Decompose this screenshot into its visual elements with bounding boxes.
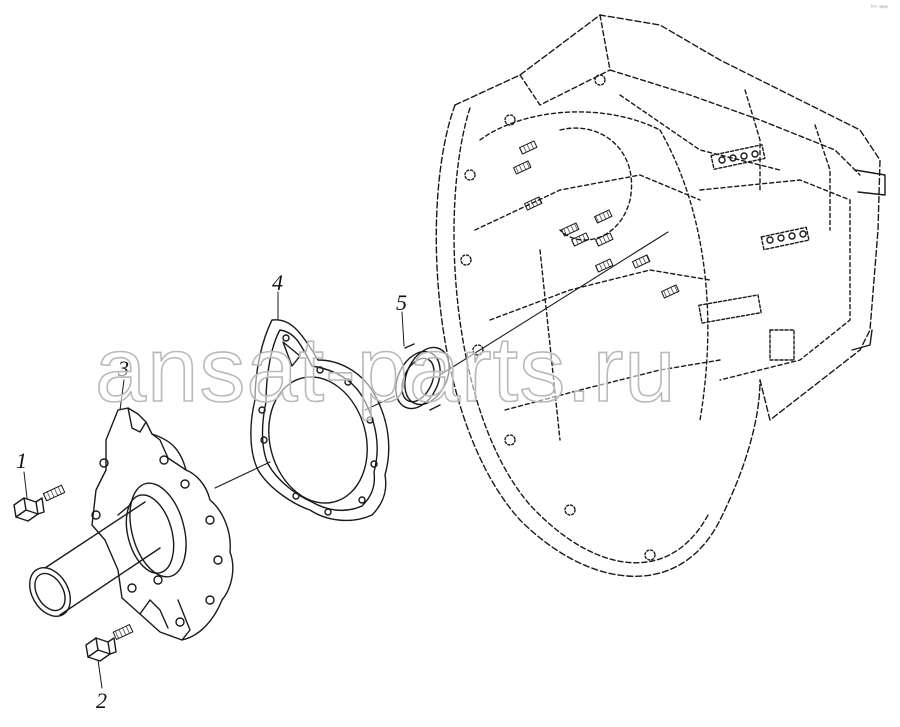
callout-3: 3 (118, 356, 129, 381)
bearing-cover-part-3 (29, 407, 234, 641)
leader-lines (23, 291, 405, 689)
bolt-part-1 (13, 484, 66, 522)
callout-5: 5 (396, 290, 407, 315)
callout-4: 4 (272, 270, 283, 295)
assembly-axis-line (214, 231, 669, 489)
gearbox-housing (435, 14, 886, 577)
callout-2: 2 (96, 688, 107, 713)
gasket-part-4 (250, 319, 390, 522)
bolt-part-2 (85, 624, 134, 662)
housing-studs (512, 140, 680, 299)
corner-mark: ᵏⁿ ᵃᵖᵖ (871, 4, 888, 12)
callout-1: 1 (16, 448, 27, 473)
seal-ring-part-5 (395, 343, 450, 411)
